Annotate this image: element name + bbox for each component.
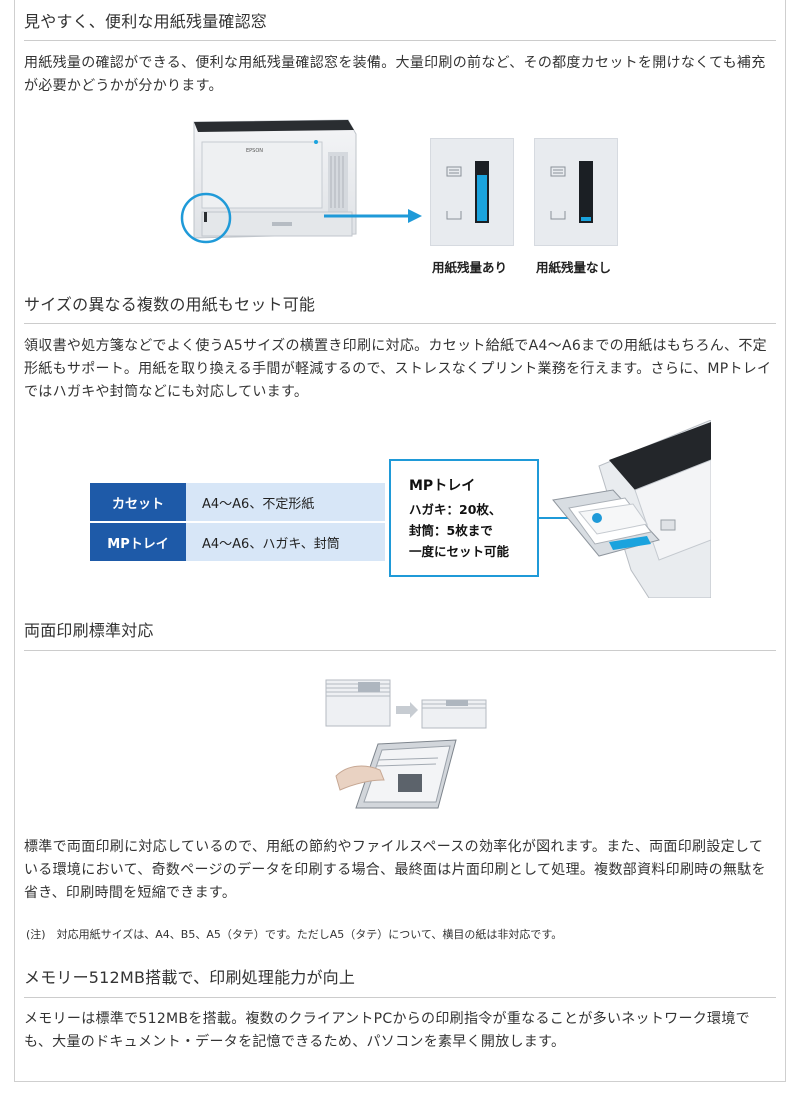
section-heading-memory: メモリー512MB搭載で、印刷処理能力が向上	[24, 968, 356, 987]
section-body-duplex: 標準で両面印刷に対応しているので、用紙の節約やファイルスペースの効率化が図れます…	[24, 839, 766, 901]
table-label-mp-tray: MPトレイ	[90, 523, 186, 561]
mp-tray-printer-illustration	[539, 420, 711, 598]
section-divider	[24, 40, 776, 41]
section-divider	[24, 650, 776, 651]
printer-logo: EPSON	[246, 148, 263, 154]
gauge-window-full	[430, 138, 514, 246]
callout-title: MPトレイ	[409, 478, 476, 494]
section-body-multi-size: 領収書や処方箋などでよく使うA5サイズの横置き印刷に対応。カセット給紙でA4～A…	[24, 338, 772, 400]
section-heading-multi-size: サイズの異なる複数の用紙もセット可能	[24, 295, 316, 314]
callout-line: 一度にセット可能	[409, 544, 510, 559]
section-note-duplex: (注) 対応用紙サイズは、A4、B5、A5（タテ）です。ただしA5（タテ）につい…	[26, 928, 563, 941]
section-body-memory: メモリーは標準で512MBを搭載。複数のクライアントPCからの印刷指令が重なるこ…	[24, 1011, 750, 1050]
section-divider	[24, 323, 776, 324]
gauge-window-empty	[534, 138, 618, 246]
paper-support-table: カセット A4～A6、不定形紙 MPトレイ A4～A6、ハガキ、封筒	[90, 481, 385, 563]
section-divider	[24, 997, 776, 998]
table-row: カセット A4～A6、不定形紙	[90, 483, 385, 521]
caption-paper-empty: 用紙残量なし	[536, 260, 612, 275]
callout-line: ハガキ：20枚、	[409, 502, 502, 517]
section-heading-paper-window: 見やすく、便利な用紙残量確認窓	[24, 12, 268, 31]
caption-paper-remaining: 用紙残量あり	[432, 260, 508, 275]
table-row: MPトレイ A4～A6、ハガキ、封筒	[90, 523, 385, 561]
content-frame	[14, 0, 786, 1082]
mp-tray-callout: MPトレイ ハガキ：20枚、 封筒：5枚まで 一度にセット可能	[389, 459, 539, 577]
section-heading-duplex: 両面印刷標準対応	[24, 621, 154, 640]
table-value-mp-tray: A4～A6、ハガキ、封筒	[186, 523, 385, 561]
arrow-right-icon	[324, 209, 422, 223]
duplex-printing-illustration	[325, 679, 487, 809]
table-value-cassette: A4～A6、不定形紙	[186, 483, 385, 521]
callout-line: 封筒：5枚まで	[409, 523, 493, 538]
table-label-cassette: カセット	[90, 483, 186, 521]
section-body-paper-window: 用紙残量の確認ができる、便利な用紙残量確認窓を装備。大量印刷の前など、その都度カ…	[24, 55, 766, 94]
